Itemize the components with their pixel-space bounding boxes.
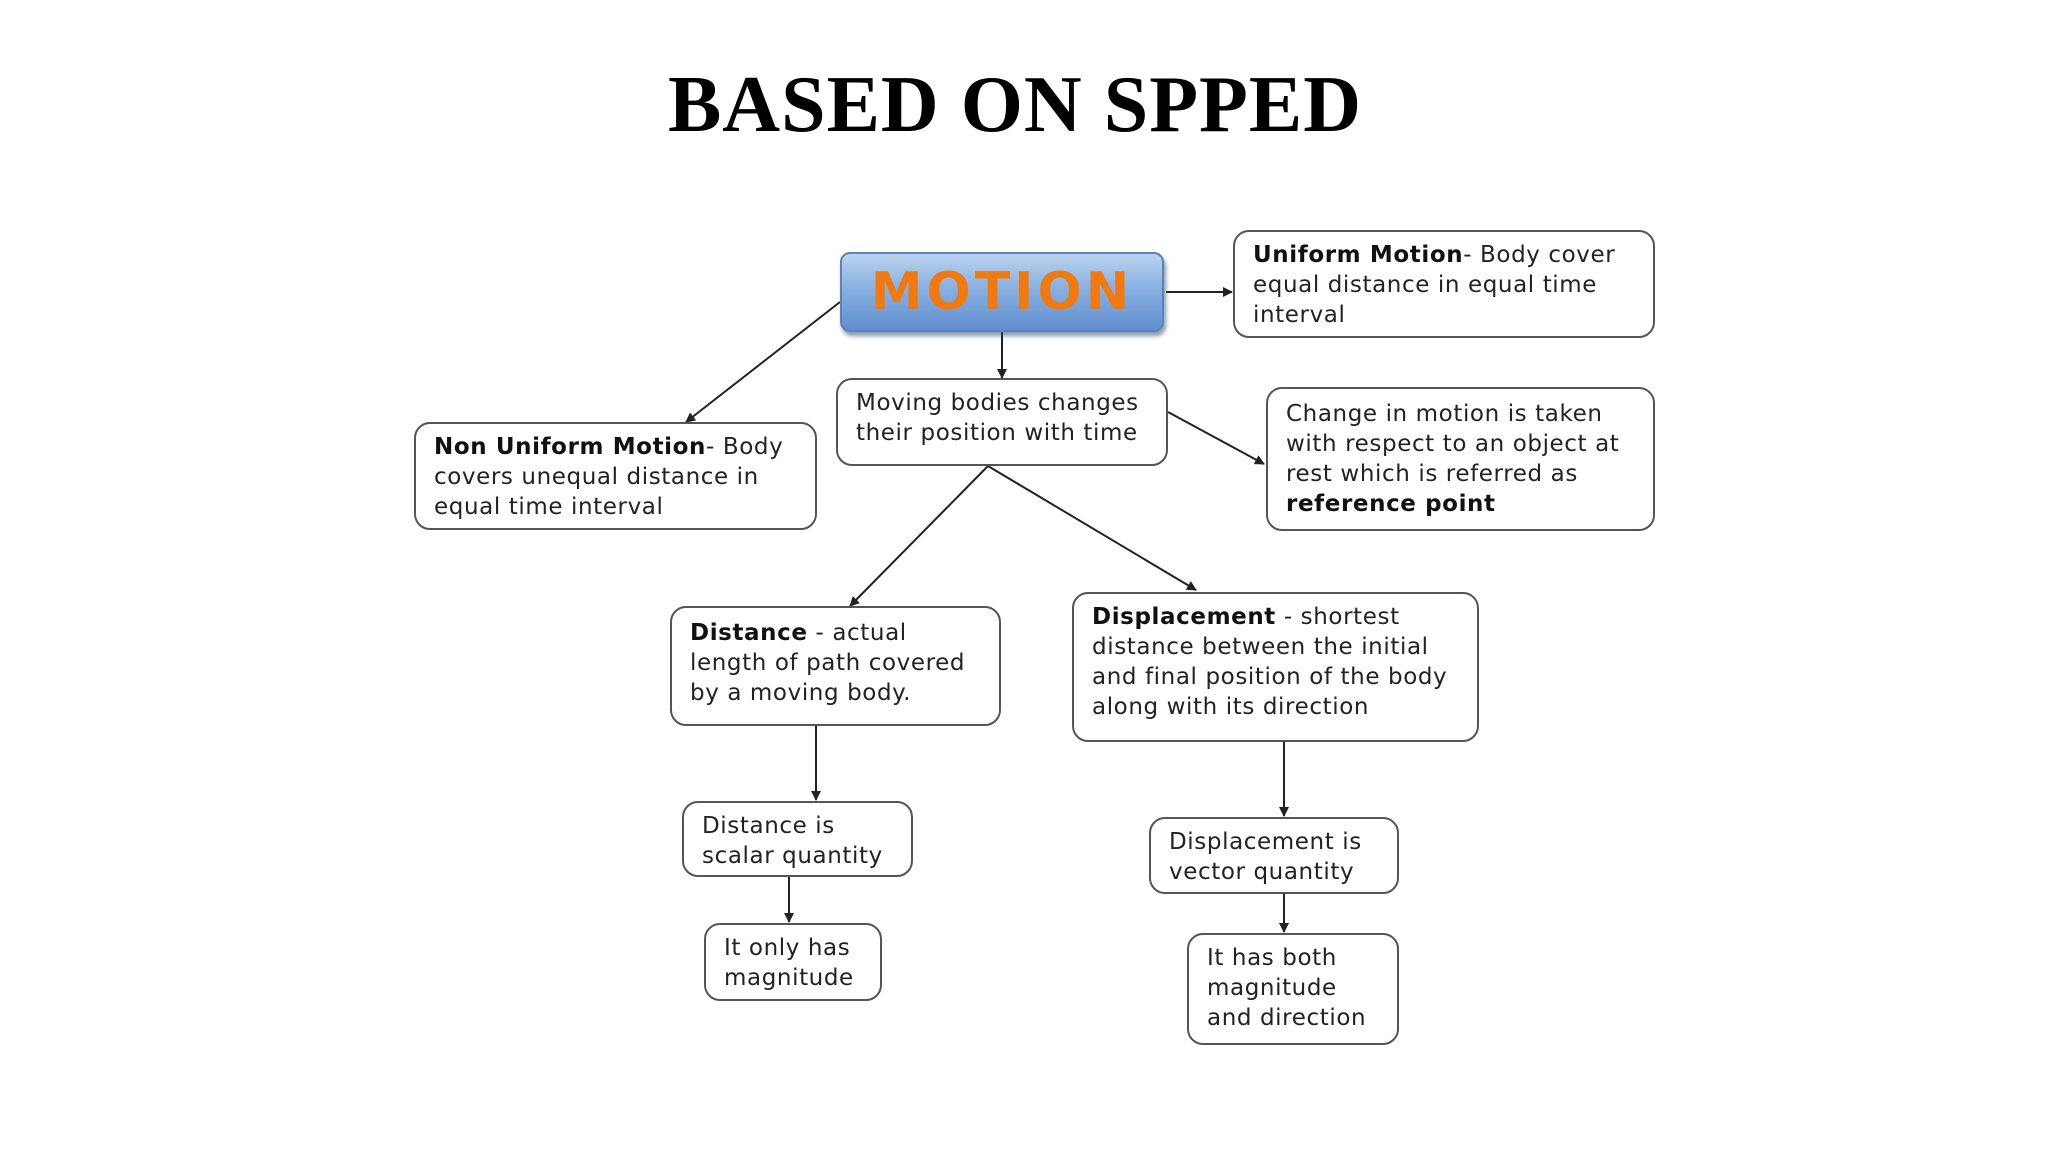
arrow-motion-to-nonuniform xyxy=(685,301,841,423)
uniform-motion-node: Uniform Motion- Body cover equal distanc… xyxy=(1233,230,1655,338)
displacement-text: shortest distance between the initial an… xyxy=(1092,604,1448,720)
distance-text: actual length of path covered by a movin… xyxy=(690,620,966,706)
arrow-moving-to-displacement xyxy=(987,465,1197,591)
displacement-both-node: It has both magnitude and direction xyxy=(1187,933,1399,1045)
moving-bodies-node: Moving bodies changes their position wit… xyxy=(836,378,1168,466)
uniform-motion-term: Uniform Motion xyxy=(1253,242,1464,268)
displacement-term: Displacement xyxy=(1092,604,1276,630)
arrow-moving-to-distance xyxy=(849,465,989,607)
reference-term: reference point xyxy=(1286,491,1496,517)
distance-node: Distance - actual length of path covered… xyxy=(670,606,1001,726)
distance-magnitude-node: It only has magnitude xyxy=(704,923,882,1001)
distance-scalar-node: Distance is scalar quantity xyxy=(682,801,913,877)
distance-term: Distance xyxy=(690,620,808,646)
reference-text: Change in motion is taken with respect t… xyxy=(1286,401,1620,487)
displacement-node: Displacement - shortest distance between… xyxy=(1072,592,1479,742)
motion-node: MOTION xyxy=(840,252,1164,332)
non-uniform-motion-node: Non Uniform Motion- Body covers unequal … xyxy=(414,422,817,530)
reference-point-node: Change in motion is taken with respect t… xyxy=(1266,387,1655,531)
arrow-moving-to-reference xyxy=(1167,411,1265,465)
non-uniform-motion-text: Body covers unequal distance in equal ti… xyxy=(434,434,784,520)
page-title: BASED ON SPPED xyxy=(667,61,1363,149)
uniform-motion-text: Body cover equal distance in equal time … xyxy=(1253,242,1616,328)
non-uniform-motion-term: Non Uniform Motion xyxy=(434,434,707,460)
displacement-vector-node: Displacement is vector quantity xyxy=(1149,817,1399,894)
